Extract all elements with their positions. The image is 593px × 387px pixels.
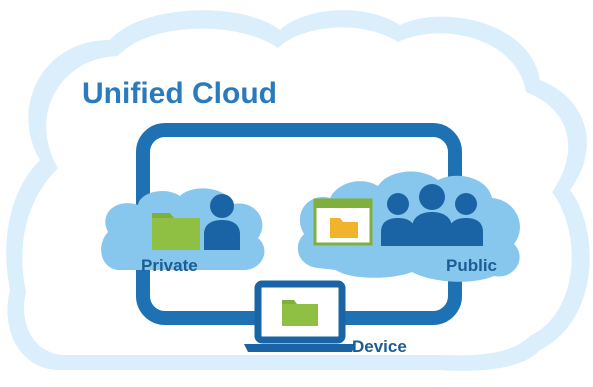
browser-window-icon: [313, 198, 373, 246]
folder-icon: [152, 213, 200, 250]
laptop-icon: [244, 280, 356, 352]
device-label: Device: [352, 337, 407, 356]
private-cloud-label: Private: [141, 256, 198, 275]
people-group-icon: [381, 184, 483, 246]
person-icon: [204, 194, 240, 250]
diagram-title: Unified Cloud: [82, 77, 277, 110]
public-cloud-label: Public: [446, 256, 498, 275]
